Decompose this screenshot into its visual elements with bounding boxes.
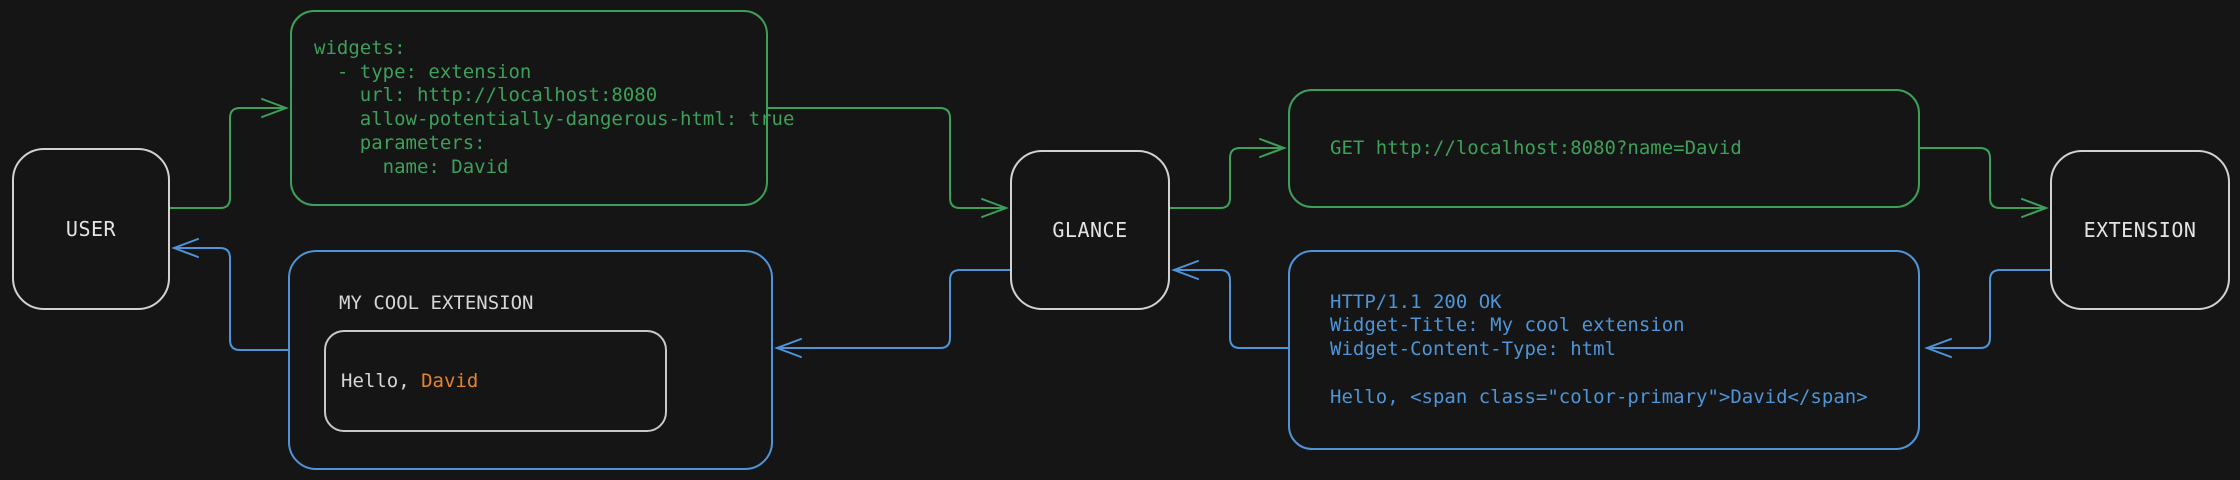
node-glance-label: GLANCE xyxy=(1052,218,1128,242)
widget-title: MY COOL EXTENSION xyxy=(339,292,534,314)
greeting-prefix: Hello, xyxy=(341,370,422,392)
arrow-widget-to-user xyxy=(171,238,289,351)
node-glance: GLANCE xyxy=(1010,150,1170,310)
node-user-label: USER xyxy=(65,217,117,241)
greeting-name: David xyxy=(421,370,479,392)
arrow-glance-to-request xyxy=(1169,138,1287,209)
arrow-response-to-glance xyxy=(1171,260,1289,349)
rendered-widget-box: MY COOL EXTENSION Hello, David xyxy=(288,250,773,470)
http-response-box: HTTP/1.1 200 OK Widget-Title: My cool ex… xyxy=(1288,250,1920,450)
config-yaml-code: widgets: - type: extension url: http://l… xyxy=(314,36,795,178)
arrow-config-to-glance xyxy=(767,107,1009,218)
arrow-extension-to-response xyxy=(1924,269,2051,358)
node-user: USER xyxy=(12,148,170,310)
node-extension-label: EXTENSION xyxy=(2083,218,2197,242)
arrow-user-to-config xyxy=(169,98,289,209)
widget-greeting-box: Hello, David xyxy=(324,330,667,432)
config-yaml-box: widgets: - type: extension url: http://l… xyxy=(290,10,794,206)
arrow-glance-to-widget xyxy=(774,269,1011,358)
http-response-code: HTTP/1.1 200 OK Widget-Title: My cool ex… xyxy=(1330,290,1868,408)
http-request-box: GET http://localhost:8080?name=David xyxy=(1288,89,1920,208)
http-request-code: GET http://localhost:8080?name=David xyxy=(1330,136,1742,159)
arrow-request-to-extension xyxy=(1919,147,2049,218)
node-extension: EXTENSION xyxy=(2050,150,2230,310)
